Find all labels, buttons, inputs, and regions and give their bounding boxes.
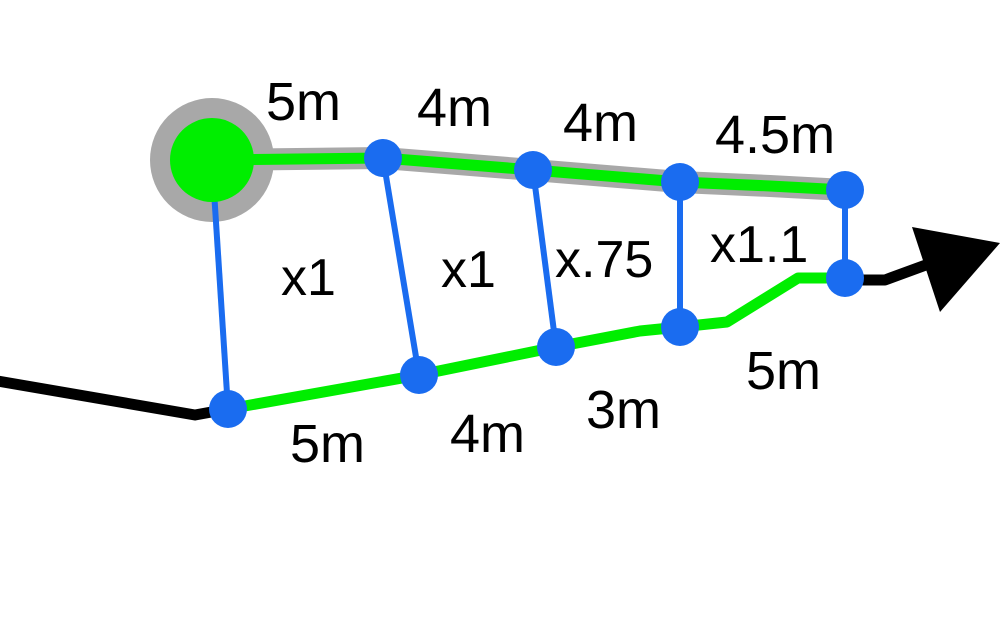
top-segment-label-4: 4.5m bbox=[715, 105, 835, 165]
multiplier-label-4: x1.1 bbox=[710, 216, 808, 274]
black-path-left bbox=[0, 375, 234, 421]
green-bottom-path bbox=[222, 272, 851, 415]
top-segment-label-1: 5m bbox=[266, 72, 341, 132]
top-segment-label-2: 4m bbox=[417, 78, 492, 138]
top-segment-label-3: 4m bbox=[563, 93, 638, 153]
bottom-segment-label-3: 3m bbox=[586, 380, 661, 440]
vertex-bottom-0 bbox=[209, 390, 247, 428]
rung-3 bbox=[530, 169, 559, 348]
vertex-bottom-2 bbox=[537, 328, 575, 366]
multiplier-label-3: x.75 bbox=[555, 231, 653, 289]
vertex-top-3 bbox=[661, 163, 699, 201]
multiplier-label-2: x1 bbox=[441, 241, 496, 299]
rung-2 bbox=[380, 157, 422, 376]
vertex-top-2 bbox=[514, 151, 552, 189]
vertex-bottom-4 bbox=[826, 259, 864, 297]
bottom-segment-label-4: 5m bbox=[746, 341, 821, 401]
multiplier-label-1: x1 bbox=[281, 249, 336, 307]
vertex-bottom-3 bbox=[661, 308, 699, 346]
vertex-top-1 bbox=[364, 139, 402, 177]
arrowhead-icon bbox=[912, 227, 1000, 312]
vertex-bottom-1 bbox=[400, 356, 438, 394]
green-top-path bbox=[206, 152, 851, 196]
start-point-icon bbox=[170, 118, 254, 202]
bottom-segment-label-1: 5m bbox=[290, 414, 365, 474]
vertex-top-4 bbox=[826, 171, 864, 209]
bottom-segment-label-2: 4m bbox=[450, 404, 525, 464]
